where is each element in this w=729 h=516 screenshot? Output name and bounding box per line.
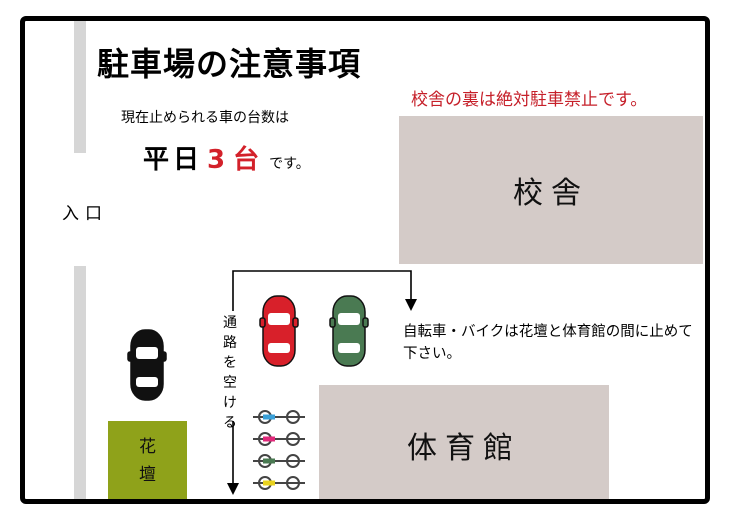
flower-bed: 花 壇 [108, 421, 187, 499]
car-count: 3 [207, 145, 226, 175]
entrance-label: 入口 [62, 204, 108, 224]
bicycle-icon [252, 476, 306, 490]
car-green-icon [329, 295, 369, 367]
car-unit: 台 [233, 145, 260, 175]
gymnasium-label: 体育館 [407, 431, 521, 466]
bicycle-icon [252, 410, 306, 424]
weekday-label: 平日 [143, 145, 204, 175]
bicycles [252, 410, 306, 490]
current-capacity-label: 現在止められる車の台数は [121, 110, 289, 126]
gymnasium: 体育館 [319, 385, 609, 499]
car-black-icon [127, 329, 167, 401]
arrow-down-icon [405, 299, 417, 311]
wall-lower [74, 266, 86, 499]
bicycle-icon [252, 454, 306, 468]
parking-map-graphics [127, 270, 417, 495]
page-title: 駐車場の注意事項 [97, 45, 362, 83]
flower-bed-label-2: 壇 [139, 465, 156, 485]
no-parking-notice: 校舎の裏は絶対駐車禁止です。 [411, 90, 648, 110]
desu-label: です。 [269, 156, 310, 172]
bike-parking-note: 自転車・バイクは花壇と体育館の間に止めて下さい。 [403, 324, 693, 362]
school-building-label: 校舎 [513, 176, 589, 211]
bicycle-icon [252, 432, 306, 446]
wall-upper [74, 21, 86, 153]
car-red-icon [259, 295, 299, 367]
school-building: 校舎 [399, 116, 703, 264]
arrow-down-icon [227, 483, 239, 495]
flower-bed-label-1: 花 [139, 437, 156, 457]
aisle-arrow [227, 270, 417, 495]
